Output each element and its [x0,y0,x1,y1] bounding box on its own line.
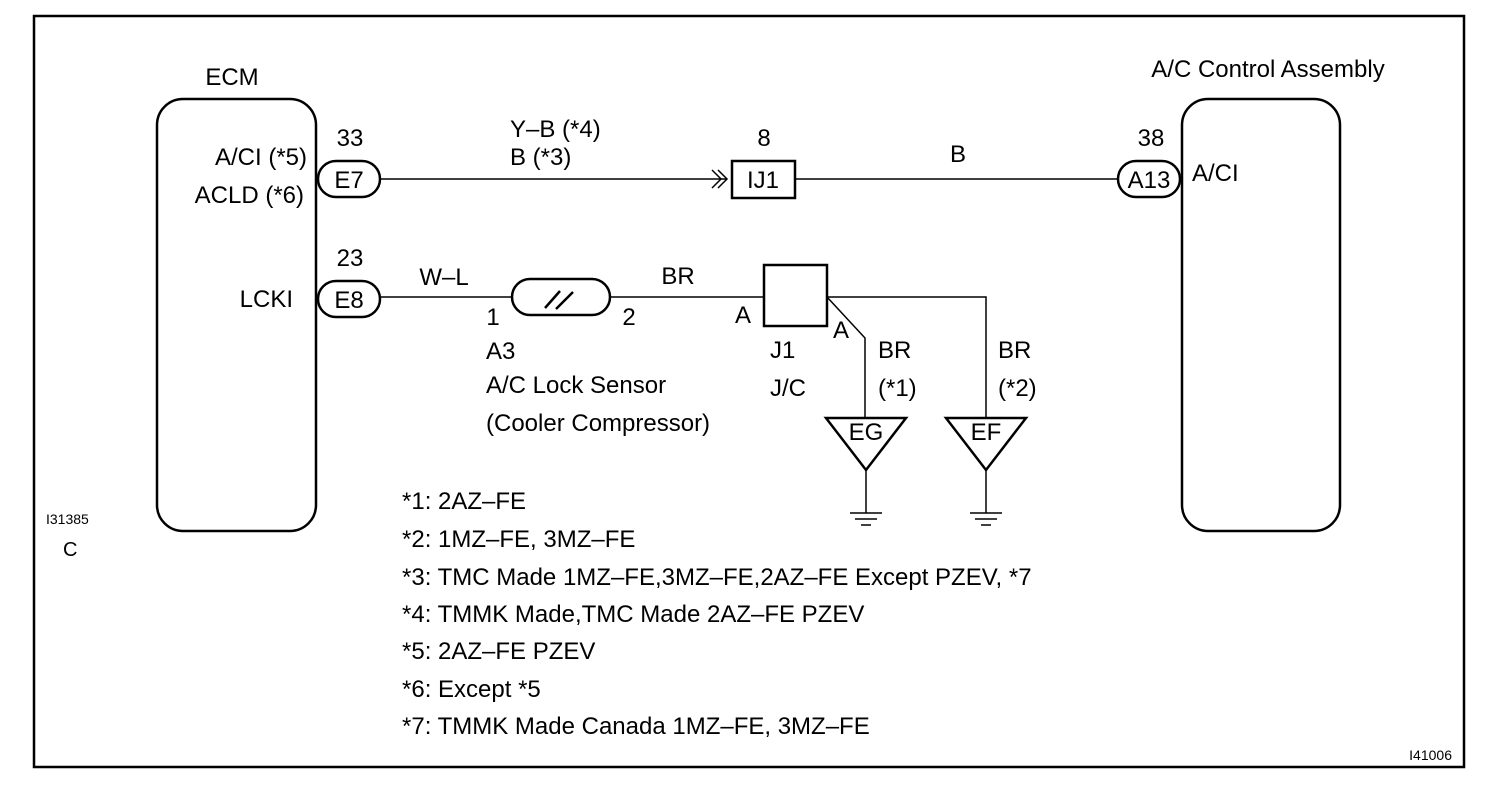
ecm-title: ECM [205,64,258,91]
connector-a13-label: A13 [1128,167,1171,194]
wire-br1-label: BR [878,337,911,364]
wire-b3-label: B (*3) [510,144,571,171]
wire-br2-note: (*2) [998,375,1037,402]
junction-pin-a-left: A [735,302,751,329]
note-item: *5: 2AZ–FE PZEV [402,638,595,665]
note-item: *6: Except *5 [402,676,541,703]
junction-code: J1 [770,337,795,364]
junction-name: J/C [770,375,806,402]
junction-pin-a-right: A [833,317,849,344]
connector-e7-label: E7 [334,167,363,194]
wire-yb-label: Y–B (*4) [510,116,601,143]
sensor-code: A3 [486,338,515,365]
wire-br-label: BR [661,263,694,290]
ground-ef-label: EF [971,419,1002,446]
connector-e8-label: E8 [334,287,363,314]
wire-br-eg [826,296,866,418]
lock-sensor-switch-icon [544,290,574,310]
ac-control-box [1180,97,1342,533]
ij1-label: IJ1 [747,167,779,194]
ground-eg-label: EG [849,419,884,446]
note-item: *3: TMC Made 1MZ–FE,3MZ–FE,2AZ–FE Except… [402,564,1032,591]
connector-a13 [1116,159,1182,199]
ground-ef-icon [970,470,1002,526]
note-item: *7: TMMK Made Canada 1MZ–FE, 3MZ–FE [402,713,870,740]
ground-eg-triangle [823,416,909,473]
lock-sensor [510,277,612,317]
ecm-acld-label: ACLD (*6) [195,182,304,209]
sensor-subname: (Cooler Compressor) [486,410,710,437]
sensor-pin-2: 2 [622,304,635,331]
wire-br-ef [827,296,987,418]
junction-j1 [762,263,829,328]
ac-control-pin: 38 [1138,125,1165,152]
ac-control-terminal: A/CI [1192,160,1239,187]
notes-list: *1: 2AZ–FE *2: 1MZ–FE, 3MZ–FE *3: TMC Ma… [402,488,1032,740]
ij1-arrow-icon [711,169,729,189]
figure-code-right: I41006 [1409,747,1452,763]
figure-code-left-sub: C [63,539,77,561]
pin-23: 23 [337,245,364,272]
ac-control-title: A/C Control Assembly [1151,56,1384,83]
sensor-pin-1: 1 [486,304,499,331]
sensor-name: A/C Lock Sensor [486,372,666,399]
ground-ef-triangle [943,416,1029,473]
ecm-aci-label: A/CI (*5) [215,144,307,171]
ground-eg-icon [850,470,882,526]
ecm-lcki-label: LCKI [240,286,293,313]
wire-b-label: B [950,141,966,168]
ij1-pin: 8 [757,125,770,152]
note-item: *1: 2AZ–FE [402,488,526,515]
diagram-frame [32,14,1466,769]
wire-br1-note: (*1) [878,375,917,402]
wire-br2-label: BR [998,337,1031,364]
wire-wl-label: W–L [419,264,468,291]
note-item: *2: 1MZ–FE, 3MZ–FE [402,526,635,553]
note-item: *4: TMMK Made,TMC Made 2AZ–FE PZEV [402,601,864,628]
ecm-box [155,97,318,533]
connector-e8 [316,279,382,319]
figure-code-left: I31385 [46,511,89,527]
pin-33: 33 [337,125,364,152]
